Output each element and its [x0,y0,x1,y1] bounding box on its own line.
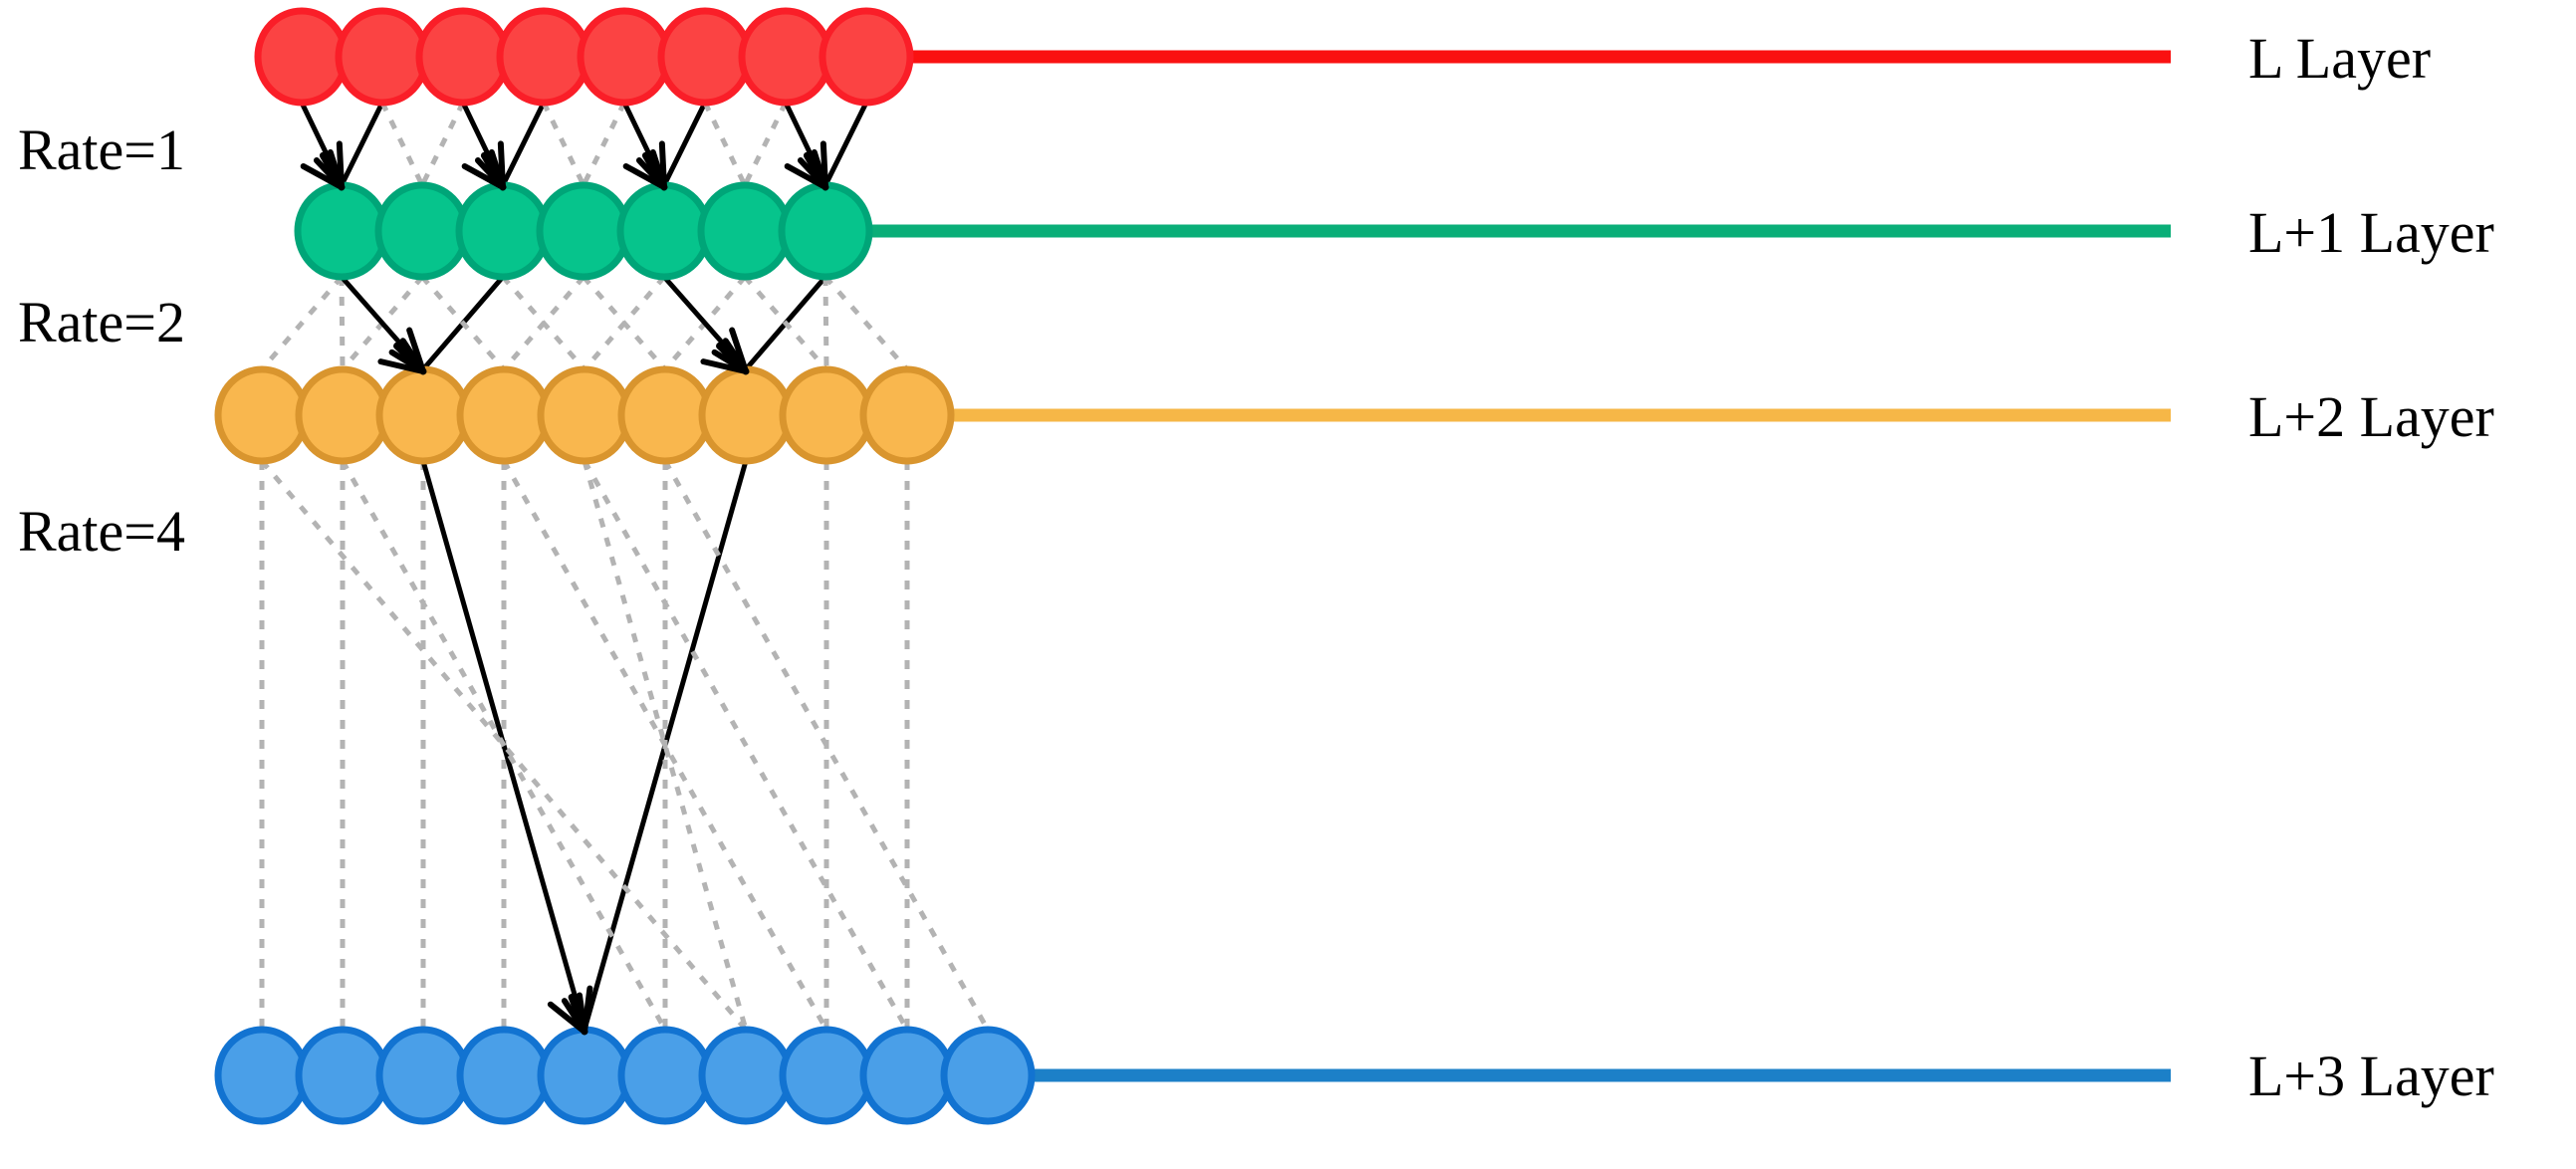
node-layer-l2-0[interactable] [214,365,310,465]
connection-edges [259,101,991,1032]
node-layer-l1-2[interactable] [455,181,551,281]
nodes-layer-l2 [214,365,955,465]
node-layer-l2-1[interactable] [295,365,390,465]
node-layer-l3-6[interactable] [698,1026,794,1125]
node-layer-l-4[interactable] [577,7,672,107]
arrowhead [461,140,507,191]
node-layer-l-1[interactable] [335,7,430,107]
rate-label-3: Rate=4 [18,499,185,564]
edge-dotted [339,276,346,370]
arrowhead [300,140,346,191]
node-layer-l2-5[interactable] [617,365,713,465]
layer-label-layer-l1: L+1 Layer [2248,200,2494,265]
arrowhead [377,327,427,375]
edges-conn-l2-to-l3 [259,459,991,1032]
node-layer-l1-4[interactable] [616,181,712,281]
node-layer-l1-1[interactable] [374,181,470,281]
node-layer-l3-2[interactable] [375,1026,471,1125]
arrowhead-stroke [406,327,426,374]
edge-dotted [702,101,748,187]
node-layer-l3-9[interactable] [940,1026,1036,1125]
node-layer-l2-6[interactable] [698,365,794,465]
node-layer-l3-8[interactable] [859,1026,955,1125]
node-layer-l2-7[interactable] [779,365,874,465]
arrowhead [622,140,668,191]
node-layer-l2-4[interactable] [537,365,632,465]
arrowhead-stroke [497,140,506,190]
nodes-layer-l1 [294,181,873,281]
edge-dotted [340,459,668,1032]
nodes-layer-l3 [214,1026,1036,1125]
node-layer-l-0[interactable] [254,7,350,107]
edge-dotted [501,275,586,371]
edge-dotted [582,459,910,1032]
edge-dotted [582,275,667,371]
edge-dotted [822,276,829,370]
edge-dotted [823,275,909,371]
edge-dotted [662,459,991,1032]
edge-solid [339,101,385,187]
edge-dotted [379,101,425,187]
node-layer-l1-0[interactable] [294,181,389,281]
node-layer-l2-3[interactable] [456,365,552,465]
node-layer-l3-4[interactable] [537,1026,632,1125]
node-layer-l-7[interactable] [819,7,914,107]
edge-dotted [541,101,586,187]
arrowhead-stroke [729,327,749,374]
node-layer-l-2[interactable] [415,7,511,107]
nodes-layer-l [254,7,914,107]
node-layer-l-6[interactable] [738,7,833,107]
node-layer-l2-8[interactable] [859,365,955,465]
node-layer-l3-3[interactable] [456,1026,552,1125]
arrowhead [547,985,593,1036]
node-layer-l1-5[interactable] [697,181,793,281]
node-layer-l-3[interactable] [496,7,591,107]
arrowhead-stroke [658,140,667,190]
arrowheads [300,140,829,1036]
edge-solid [500,101,547,187]
arrowhead-stroke [336,140,345,190]
rate-label-2: Rate=2 [18,290,185,354]
edge-dotted [419,101,466,187]
arrowhead [700,327,750,375]
arrowhead-stroke [582,985,593,1035]
layer-nodes [214,7,1036,1125]
layer-label-layer-l: L Layer [2248,26,2432,91]
arrowhead [784,140,829,191]
node-layer-l3-0[interactable] [214,1026,310,1125]
node-layer-l2-2[interactable] [375,365,471,465]
edge-dotted [581,101,627,187]
node-layer-l3-1[interactable] [295,1026,390,1125]
edge-dotted [260,275,344,371]
node-layer-l1-3[interactable] [536,181,631,281]
edge-solid [661,101,708,187]
edge-dotted [743,275,828,371]
node-layer-l1-6[interactable] [778,181,873,281]
layer-label-layer-l2: L+2 Layer [2248,384,2494,449]
edge-dotted [501,459,829,1032]
edge-solid [822,101,869,187]
edge-dotted [420,275,506,371]
rate-label-1: Rate=1 [18,117,185,182]
edge-dotted [260,459,748,1032]
node-layer-l3-7[interactable] [779,1026,874,1125]
node-layer-l3-5[interactable] [617,1026,713,1125]
layer-label-layer-l3: L+3 Layer [2248,1044,2494,1108]
edges-conn-l1-to-l2 [260,275,909,371]
node-layer-l-5[interactable] [657,7,753,107]
edge-dotted [742,101,789,187]
edges-conn-l-to-l1 [299,101,869,187]
arrowhead-stroke [820,140,828,190]
